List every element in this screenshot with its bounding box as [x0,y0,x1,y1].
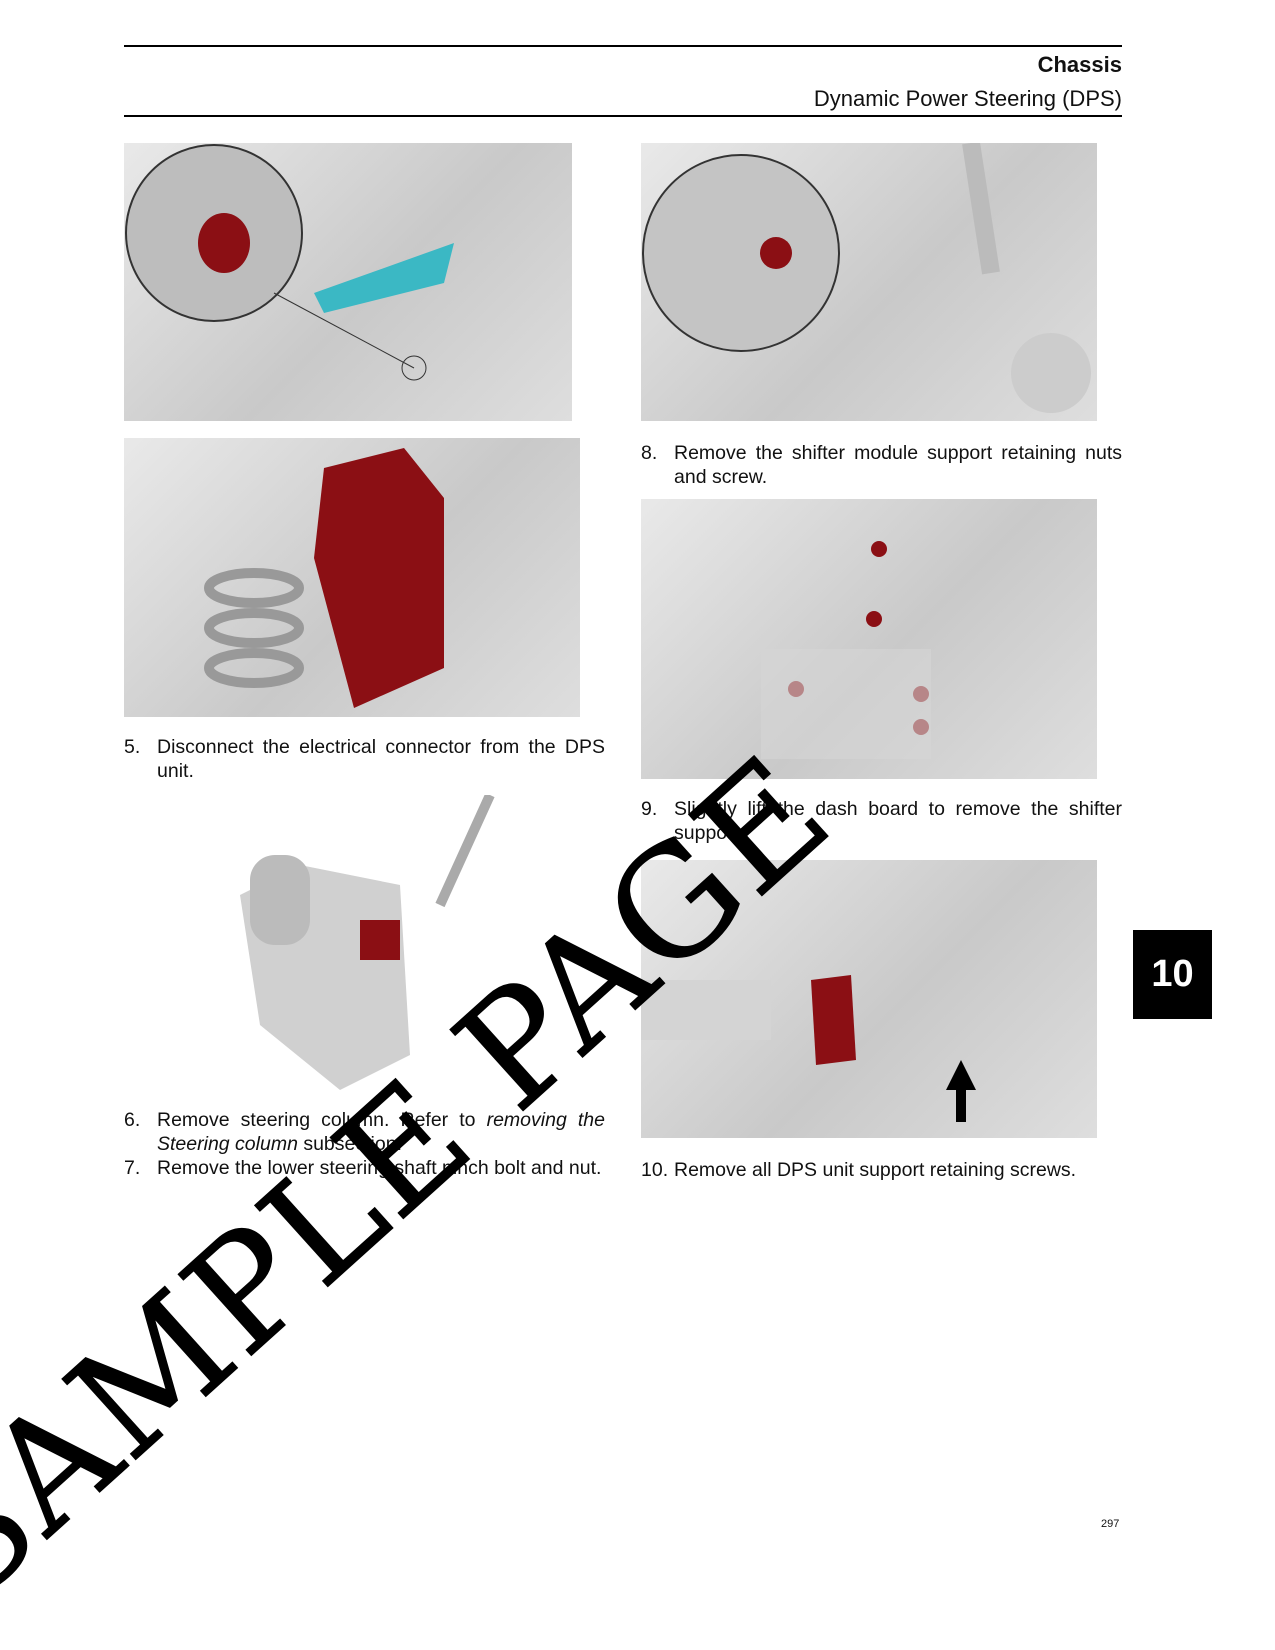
figure-shifter-support [641,499,1097,779]
step-number: 8. [641,442,658,464]
step-8: 8. Remove the shifter module support ret… [641,441,1122,489]
header-bottom-rule [124,115,1122,117]
step-5: 5. Disconnect the electrical connector f… [124,735,605,783]
step-6: 6. Remove steering column. Refer to remo… [124,1108,605,1156]
step-text-main: Remove steering column. Refer to [157,1109,487,1131]
step-text: Disconnect the electrical connector from… [157,736,605,782]
chapter-tab: 10 [1133,930,1212,1019]
step-text: Remove steering column. Refer to removin… [157,1108,605,1156]
step-text: Remove all DPS unit support retaining sc… [674,1159,1077,1181]
step-number: 6. [124,1109,141,1131]
step-7: 7. Remove the lower steering shaft pinch… [124,1156,605,1180]
figure-pinch-bolt [641,143,1097,421]
step-text: Remove the lower steering shaft pinch bo… [157,1157,602,1179]
step-text: Remove the shifter module support retain… [674,442,1122,488]
step-number: 7. [124,1157,141,1179]
step-9: 9. Slightly lift the dash board to remov… [641,797,1122,845]
step-text: Slightly lift the dash board to remove t… [674,798,1122,844]
subsection-title: Dynamic Power Steering (DPS) [813,86,1122,111]
step-number: 9. [641,798,658,820]
step-number: 10. [641,1159,669,1181]
figure-dash-board [641,860,1097,1138]
figure-dps-unit [240,795,500,1090]
figure-dps-connector-closeup [124,438,580,717]
page-number: 297 [1101,1518,1120,1530]
step-number: 5. [124,736,141,758]
figure-vehicle-side-connector [124,143,572,421]
cross-reference-link: removing the Steering column [157,1109,605,1155]
step-10: 10. Remove all DPS unit support retainin… [641,1158,1122,1182]
section-title: Chassis [1037,52,1122,77]
header-top-rule [124,45,1122,47]
step-text-tail: subsection. [297,1133,402,1155]
